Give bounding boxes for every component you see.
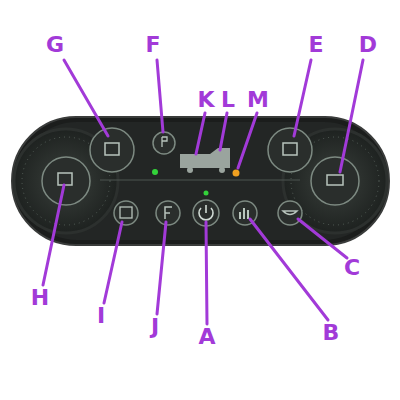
callout-letter: G [46, 33, 64, 57]
callout-letter: H [31, 286, 49, 310]
callout-letter: C [344, 256, 360, 280]
callout-letter: J [151, 315, 159, 339]
callout-letter: F [145, 33, 160, 57]
callout-letter: L [221, 88, 235, 112]
callout-letter: B [323, 321, 340, 345]
callout-letter: E [308, 33, 323, 57]
callout-letter: D [359, 33, 377, 57]
callout-letter: M [247, 88, 269, 112]
leader-lines [43, 60, 363, 324]
callout-letter: I [97, 304, 105, 328]
callout-letter: A [198, 325, 215, 349]
callout-letter: K [197, 88, 214, 112]
